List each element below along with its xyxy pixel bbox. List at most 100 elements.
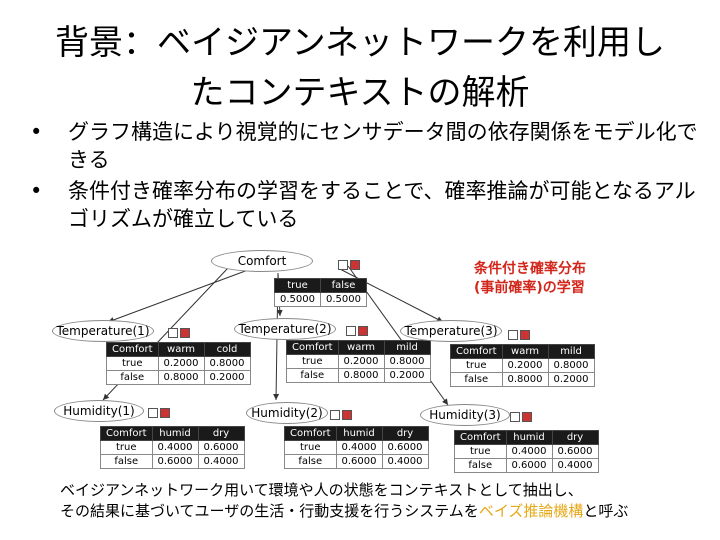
cpt-header: false <box>320 278 367 293</box>
node-control-icon <box>510 412 520 422</box>
cpt-header: humid <box>151 426 199 441</box>
caption-line-2: その結果に基づいてユーザの生活・行動支援を行うシステムをベイズ推論機構と呼ぶ <box>60 501 710 522</box>
cpt-cell: 0.2000 <box>337 354 385 369</box>
cpt-cell: 0.6000 <box>381 440 429 455</box>
cpt-cell: 0.8000 <box>203 356 251 371</box>
cpt-cell: 0.8000 <box>157 370 205 385</box>
node-control-icon <box>330 410 340 420</box>
cpt-cell: false <box>286 368 339 383</box>
node-control-icon <box>160 408 170 418</box>
cpt-header: warm <box>337 340 385 355</box>
cpt-cell: 0.4000 <box>335 440 383 455</box>
cpt-header: humid <box>505 430 553 445</box>
node-control-icon <box>350 260 360 270</box>
bullet-item: • 条件付き確率分布の学習をすることで、確率推論が可能となるアルゴリズムが確立し… <box>22 177 712 233</box>
caption: ベイジアンネットワーク用いて環境や人の状態をコンテキストとして抽出し、 その結果… <box>60 480 710 522</box>
node-temperature-2: Temperature(2) <box>234 318 336 340</box>
cpt-cell: 0.4000 <box>197 454 245 469</box>
cpt-cell: 0.2000 <box>383 368 431 383</box>
cpt-cell: 0.2000 <box>501 358 549 373</box>
cpt-cell: 0.8000 <box>501 372 549 387</box>
cpt-cell: 0.2000 <box>203 370 251 385</box>
cpt-header: cold <box>203 342 251 357</box>
cpt-cell: true <box>100 440 153 455</box>
cpt-header: Comfort <box>284 426 337 441</box>
cpt-cell: 0.8000 <box>547 358 595 373</box>
cpt-header: dry <box>551 430 599 445</box>
cpt-cell: true <box>450 358 503 373</box>
cpt-header: true <box>274 278 321 293</box>
caption-line-1: ベイジアンネットワーク用いて環境や人の状態をコンテキストとして抽出し、 <box>60 481 583 499</box>
caption-text: その結果に基づいてユーザの生活・行動支援を行うシステムを <box>60 502 479 520</box>
node-comfort: Comfort <box>211 250 313 272</box>
cpt-header: Comfort <box>100 426 153 441</box>
cpt-header: dry <box>381 426 429 441</box>
bullet-marker: • <box>30 120 43 144</box>
bullet-text: グラフ構造により視覚的にセンサデータ間の依存関係をモデル化できる <box>68 120 698 172</box>
cpt-cell: 0.5000 <box>320 292 367 307</box>
cpt-header: mild <box>383 340 431 355</box>
bullet-list: • グラフ構造により視覚的にセンサデータ間の依存関係をモデル化できる • 条件付… <box>22 118 712 236</box>
title-line-1: 背景：ベイジアンネットワークを利用し <box>55 23 665 63</box>
node-control-icon <box>508 330 518 340</box>
bullet-item: • グラフ構造により視覚的にセンサデータ間の依存関係をモデル化できる <box>22 118 712 174</box>
cpt-cell: 0.4000 <box>381 454 429 469</box>
cpt-cell: 0.8000 <box>337 368 385 383</box>
cpt-cell: 0.6000 <box>505 458 553 473</box>
annotation-line-1: 条件付き確率分布 <box>474 261 586 277</box>
slide-title: 背景：ベイジアンネットワークを利用し たコンテキストの解析 <box>0 18 720 118</box>
cpt-cell: true <box>106 356 159 371</box>
cpt-header: warm <box>501 344 549 359</box>
cpt-cell: true <box>284 440 337 455</box>
node-control-icon <box>148 408 158 418</box>
node-humidity-2: Humidity(2) <box>246 402 328 424</box>
cpt-cell: false <box>106 370 159 385</box>
cpt-cell: false <box>100 454 153 469</box>
cpt-cell: 0.6000 <box>197 440 245 455</box>
cpt-cell: 0.4000 <box>505 444 553 459</box>
cpt-header: dry <box>197 426 245 441</box>
cpt-cell: 0.8000 <box>383 354 431 369</box>
node-control-icon <box>346 326 356 336</box>
caption-highlight: ベイズ推論機構 <box>478 502 584 520</box>
node-control-icon <box>522 412 532 422</box>
cpt-cell: 0.6000 <box>151 454 199 469</box>
cpt-header: Comfort <box>286 340 339 355</box>
cpt-cell: 0.6000 <box>551 444 599 459</box>
node-control-icon <box>338 260 348 270</box>
cpt-cell: 0.6000 <box>335 454 383 469</box>
cpt-cell: true <box>454 444 507 459</box>
node-temperature-1: Temperature(1) <box>52 320 154 342</box>
cpt-cell: false <box>284 454 337 469</box>
cpt-header: Comfort <box>450 344 503 359</box>
node-control-icon <box>358 326 368 336</box>
cpt-cell: 0.2000 <box>547 372 595 387</box>
cpt-cell: false <box>450 372 503 387</box>
node-control-icon <box>168 328 178 338</box>
node-temperature-3: Temperature(3) <box>400 320 502 342</box>
node-humidity-1: Humidity(1) <box>54 400 144 422</box>
edge <box>107 269 249 323</box>
cpt-annotation: 条件付き確率分布 (事前確率)の学習 <box>474 260 586 298</box>
cpt-cell: false <box>454 458 507 473</box>
cpt-cell: true <box>286 354 339 369</box>
cpt-header: warm <box>157 342 205 357</box>
bullet-text: 条件付き確率分布の学習をすることで、確率推論が可能となるアルゴリズムが確立してい… <box>68 179 696 231</box>
cpt-cell: 0.4000 <box>551 458 599 473</box>
cpt-cell: 0.4000 <box>151 440 199 455</box>
cpt-header: Comfort <box>454 430 507 445</box>
cpt-cell: 0.5000 <box>274 292 321 307</box>
title-line-2: たコンテキストの解析 <box>190 73 530 113</box>
annotation-line-2: (事前確率)の学習 <box>474 280 585 296</box>
bullet-marker: • <box>30 179 43 203</box>
cpt-header: Comfort <box>106 342 159 357</box>
caption-text: と呼ぶ <box>583 502 629 520</box>
node-control-icon <box>342 410 352 420</box>
